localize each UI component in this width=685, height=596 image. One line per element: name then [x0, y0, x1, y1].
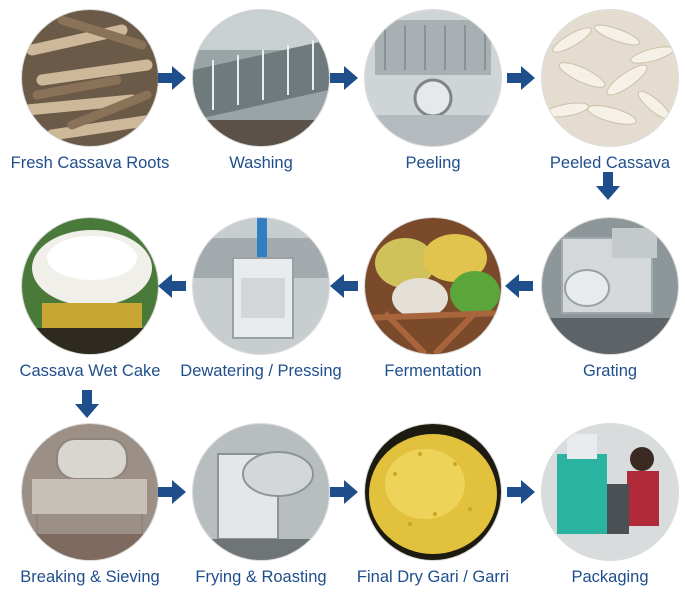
step-cassava-wet-cake: Cassava Wet Cake: [10, 218, 170, 380]
step-dewatering-pressing: Dewatering / Pressing: [180, 218, 342, 380]
step-label: Packaging: [571, 568, 649, 586]
arrow-left-icon: [505, 274, 533, 298]
step-label: Cassava Wet Cake: [19, 362, 161, 380]
step-peeled-cassava: Peeled Cassava: [530, 10, 685, 172]
step-frying-roasting: Frying & Roasting: [181, 424, 341, 586]
sieving-machine-photo: [22, 424, 158, 560]
arrow-right-icon: [507, 66, 535, 90]
arrow-down-icon: [596, 172, 620, 200]
step-final-dry-gari: Final Dry Gari / Garri: [353, 424, 513, 586]
cassava-roots-photo: [22, 10, 158, 146]
arrow-down-icon: [75, 390, 99, 418]
step-grating: Grating: [530, 218, 685, 380]
step-label: Fermentation: [384, 362, 482, 380]
step-label: Breaking & Sieving: [20, 568, 160, 586]
step-washing: Washing: [181, 10, 341, 172]
step-label: Peeling: [405, 154, 461, 172]
peeling-machine-photo: [365, 10, 501, 146]
step-label: Washing: [229, 154, 293, 172]
step-label: Final Dry Gari / Garri: [356, 568, 510, 586]
step-breaking-sieving: Breaking & Sieving: [10, 424, 170, 586]
arrow-right-icon: [507, 480, 535, 504]
peeled-cassava-photo: [542, 10, 678, 146]
arrow-right-icon: [158, 480, 186, 504]
step-label: Peeled Cassava: [549, 154, 671, 172]
gari-granules-photo: [365, 424, 501, 560]
step-peeling: Peeling: [353, 10, 513, 172]
press-machine-photo: [193, 218, 329, 354]
step-label: Fresh Cassava Roots: [10, 154, 170, 172]
arrow-right-icon: [330, 480, 358, 504]
packaging-machine-photo: [542, 424, 678, 560]
frying-machine-photo: [193, 424, 329, 560]
step-packaging: Packaging: [530, 424, 685, 586]
step-label: Frying & Roasting: [195, 568, 327, 586]
arrow-right-icon: [158, 66, 186, 90]
grating-machine-photo: [542, 218, 678, 354]
arrow-left-icon: [330, 274, 358, 298]
arrow-right-icon: [330, 66, 358, 90]
wet-cake-photo: [22, 218, 158, 354]
washing-machine-photo: [193, 10, 329, 146]
step-label: Grating: [582, 362, 638, 380]
step-fresh-cassava-roots: Fresh Cassava Roots: [10, 10, 170, 172]
arrow-left-icon: [158, 274, 186, 298]
fermentation-sacks-photo: [365, 218, 501, 354]
step-label: Dewatering / Pressing: [180, 362, 342, 380]
step-fermentation: Fermentation: [353, 218, 513, 380]
